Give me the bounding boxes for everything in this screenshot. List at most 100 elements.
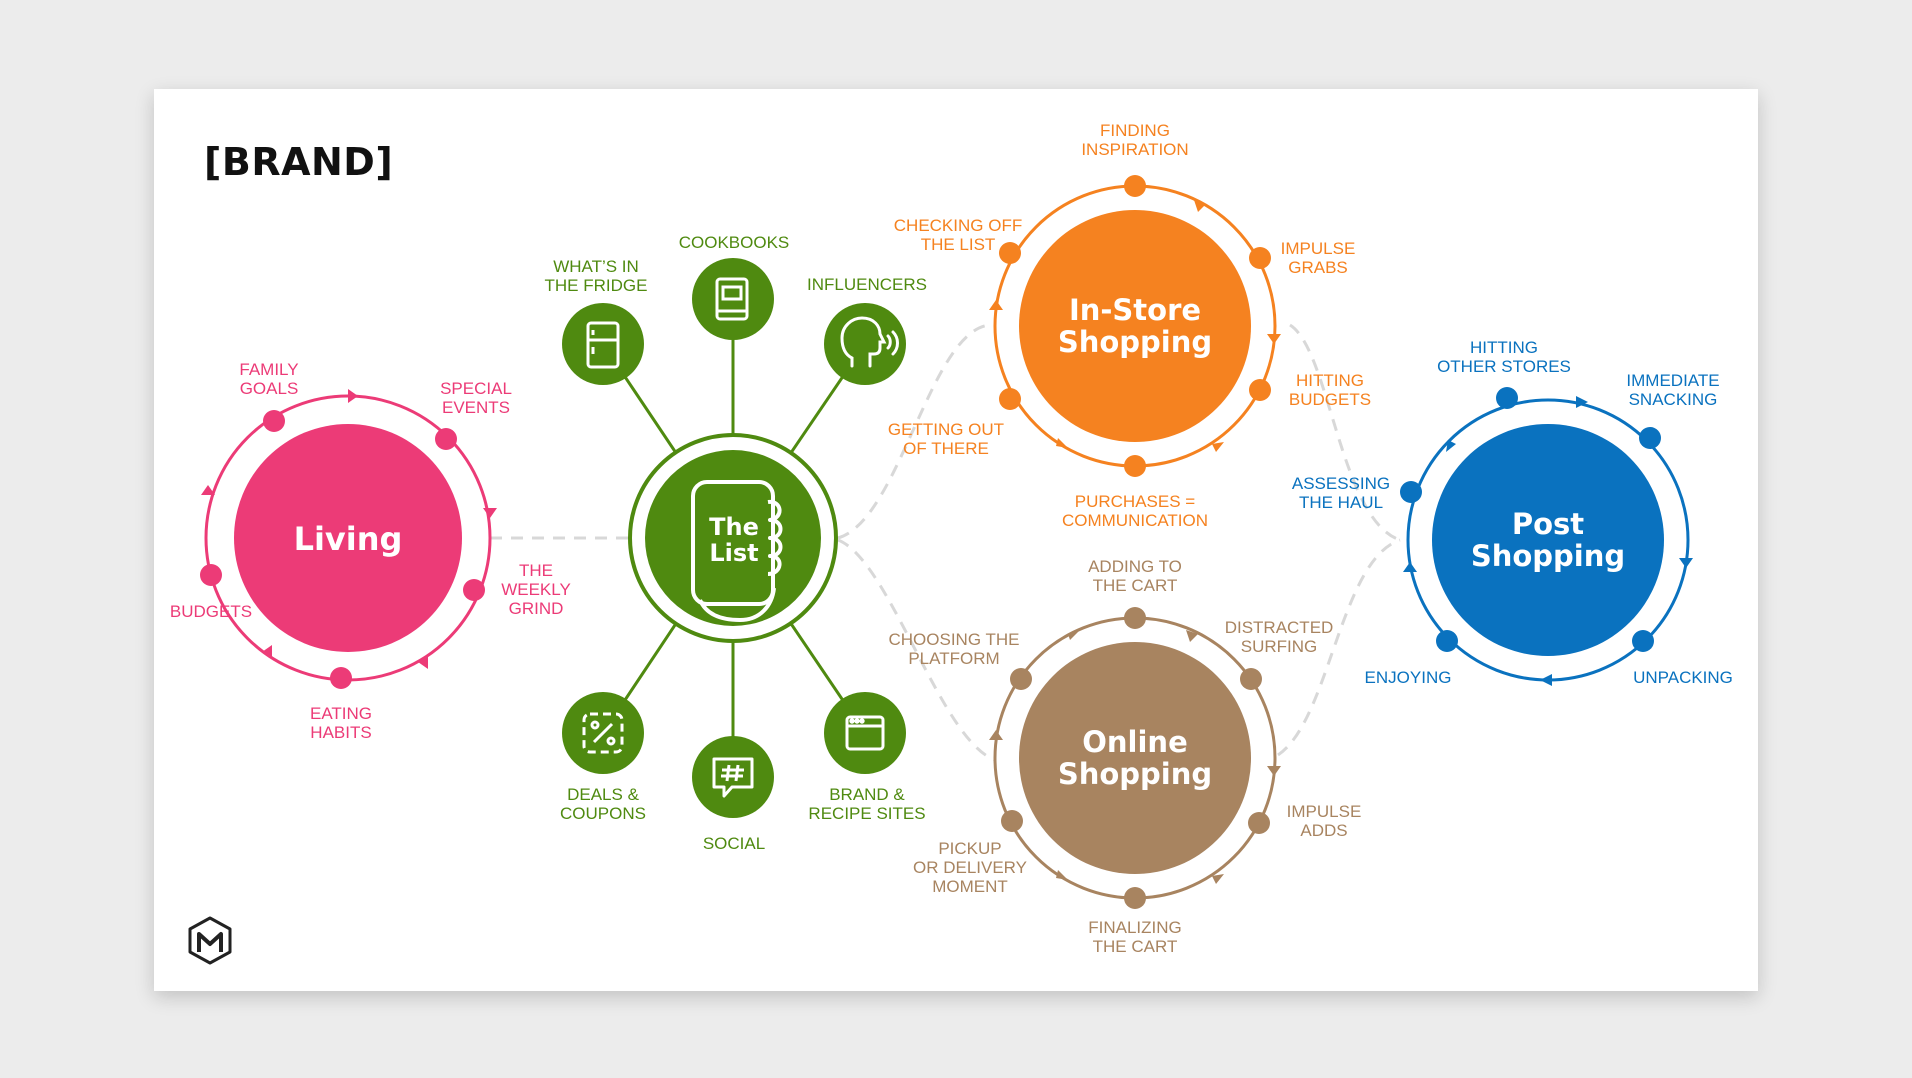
brand-title: [BRAND] bbox=[204, 140, 394, 184]
connector-instore-to-post bbox=[1289, 323, 1401, 542]
living-title: Living bbox=[294, 520, 403, 558]
list-node-deals bbox=[562, 692, 644, 774]
online-title-line1: Online bbox=[1082, 725, 1188, 759]
post-dots bbox=[1400, 387, 1661, 652]
post-arrow-1 bbox=[1576, 396, 1588, 408]
online-arrow-6 bbox=[989, 730, 1003, 740]
label-unpacking: UNPACKING bbox=[1633, 668, 1733, 687]
instore-hub bbox=[1019, 210, 1251, 442]
fridge-node bbox=[562, 303, 644, 385]
label-brand-sites: BRAND &RECIPE SITES bbox=[808, 785, 925, 823]
post-arrow-3 bbox=[1540, 674, 1552, 686]
living-arrow-left bbox=[201, 485, 215, 495]
label-budgets: BUDGETS bbox=[170, 602, 252, 621]
connector-online-to-post bbox=[1277, 538, 1401, 757]
online-arrow-2 bbox=[1186, 630, 1198, 642]
fridge-icon bbox=[586, 321, 620, 369]
instore-ring-arrows bbox=[989, 200, 1281, 452]
instore-dot-checking bbox=[999, 242, 1021, 264]
post-dot-assessing bbox=[1400, 481, 1422, 503]
online-arrow-1 bbox=[1068, 630, 1080, 640]
book-icon bbox=[715, 277, 749, 321]
instore-dot-purchases bbox=[1124, 455, 1146, 477]
online-dot-pickup bbox=[1001, 810, 1023, 832]
post-dot-unpacking bbox=[1632, 630, 1654, 652]
connector-paths bbox=[490, 323, 1401, 762]
instore-dot-getting-out bbox=[999, 388, 1021, 410]
instore-dot-finding bbox=[1124, 175, 1146, 197]
post-title-line2: Shopping bbox=[1471, 539, 1625, 573]
online-arrow-4 bbox=[1212, 874, 1224, 884]
label-enjoying: ENJOYING bbox=[1365, 668, 1452, 687]
instore-arrow-4 bbox=[1056, 438, 1068, 448]
label-social: SOCIAL bbox=[703, 834, 765, 853]
label-purchases: PURCHASES =COMMUNICATION bbox=[1062, 492, 1208, 530]
speaking-head-icon bbox=[840, 316, 899, 368]
list-title-line1: The bbox=[709, 513, 759, 541]
post-dot-immediate bbox=[1639, 427, 1661, 449]
list-cluster: The List bbox=[545, 233, 927, 853]
instore-title-line1: In-Store bbox=[1069, 293, 1201, 327]
label-influencers: INFLUENCERS bbox=[807, 275, 927, 294]
hand-palm bbox=[698, 587, 776, 622]
living-arrow-right bbox=[483, 508, 497, 518]
online-hub bbox=[1019, 642, 1251, 874]
list-node-fridge bbox=[562, 303, 644, 385]
label-deals: DEALS &COUPONS bbox=[560, 785, 646, 823]
post-arrow-2 bbox=[1679, 558, 1693, 568]
list-title-line2: List bbox=[709, 539, 758, 567]
list-node-cookbooks bbox=[692, 258, 774, 340]
living-dot-budgets bbox=[200, 564, 222, 586]
influencers-node bbox=[824, 303, 906, 385]
instore-title-line2: Shopping bbox=[1058, 325, 1212, 359]
post-dot-hitting-stores bbox=[1496, 387, 1518, 409]
m-hexagon-logo-icon bbox=[188, 916, 232, 965]
living-hub bbox=[234, 424, 462, 652]
instore-dot-budgets bbox=[1249, 379, 1271, 401]
brand-sites-node bbox=[824, 692, 906, 774]
post-ring-arrows bbox=[1403, 396, 1693, 686]
online-title-line2: Shopping bbox=[1058, 757, 1212, 791]
label-cookbooks: COOKBOOKS bbox=[679, 233, 790, 252]
living-dot-eating bbox=[330, 667, 352, 689]
phone-body bbox=[691, 480, 775, 606]
post-arrow-4 bbox=[1403, 562, 1417, 572]
online-ring-arrows bbox=[989, 630, 1281, 884]
online-dot-finalizing bbox=[1124, 887, 1146, 909]
list-node-influencers bbox=[824, 303, 906, 385]
phone-in-hand-icon bbox=[691, 480, 783, 622]
post-hub bbox=[1432, 424, 1664, 656]
online-dot-adding bbox=[1124, 607, 1146, 629]
living-arrow-bottom bbox=[418, 655, 428, 669]
instore-arrow-1 bbox=[1194, 200, 1206, 212]
instore-dots bbox=[999, 175, 1271, 477]
hand-fingers bbox=[767, 499, 783, 576]
list-hub bbox=[645, 450, 821, 626]
post-dot-enjoying bbox=[1436, 630, 1458, 652]
